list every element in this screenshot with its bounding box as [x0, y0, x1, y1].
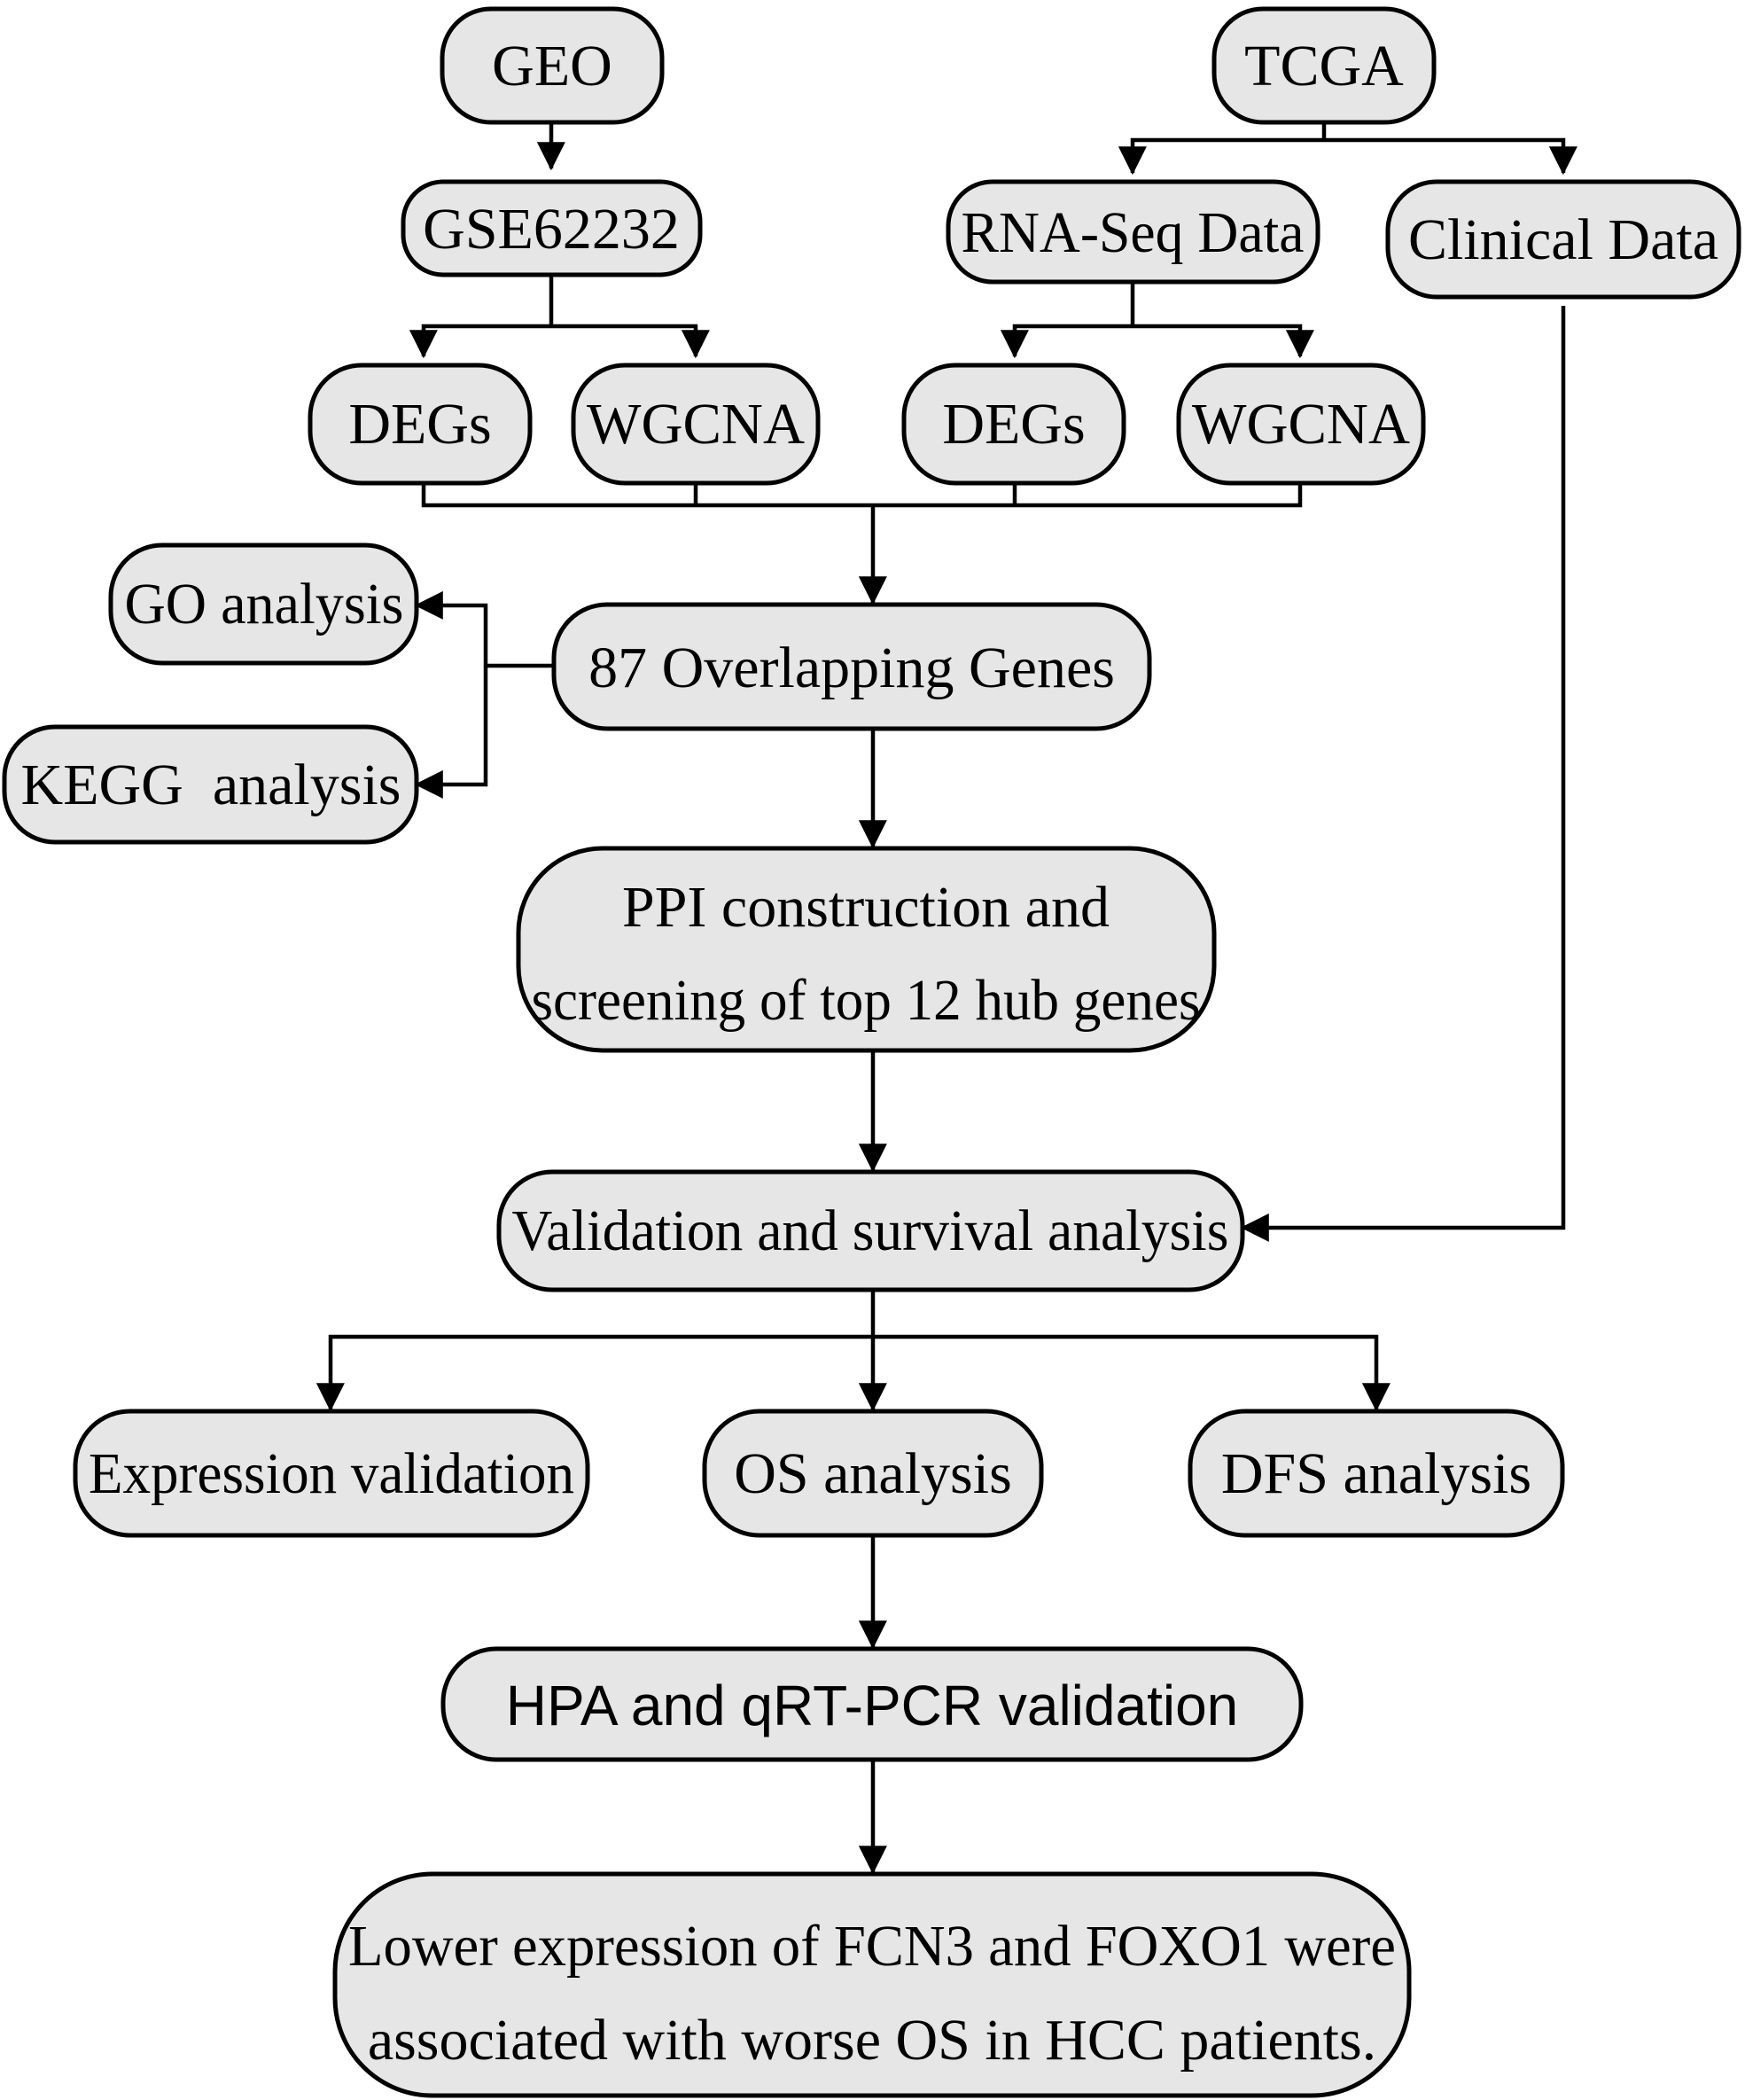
node-conclusion: Lower expression of FCN3 and FOXO1 were … — [332, 1871, 1412, 2098]
arrow-validation-to-dfs — [873, 1334, 1391, 1412]
arrow-to-kegg — [414, 666, 488, 799]
node-tcga-label: TCGA — [1244, 34, 1404, 98]
node-overlapping-genes: 87 Overlapping Genes — [551, 602, 1152, 731]
node-validation-survival-label: Validation and survival analysis — [512, 1198, 1229, 1263]
node-go-analysis-label: GO analysis — [125, 572, 404, 636]
node-expression-validation: Expression validation — [73, 1409, 590, 1538]
arrow-clinical-to-validation — [1240, 306, 1566, 1242]
node-degs-geo: DEGs — [308, 363, 533, 486]
node-degs-geo-label: DEGs — [348, 392, 491, 457]
node-clinical-label: Clinical Data — [1408, 207, 1718, 272]
arrow-tcga-to-rnaseq — [1118, 137, 1324, 176]
node-ppi-construction: PPI construction and screening of top 12… — [516, 846, 1217, 1053]
node-dfs-analysis: DFS analysis — [1188, 1409, 1565, 1538]
node-expression-validation-label: Expression validation — [89, 1441, 574, 1506]
arrow-gse-to-wgcna — [551, 324, 710, 359]
arrow-gse-to-degs — [409, 324, 551, 359]
node-overlapping-genes-label: 87 Overlapping Genes — [588, 636, 1115, 700]
node-wgcna-tcga-label: WGCNA — [1192, 392, 1410, 457]
node-go-analysis: GO analysis — [108, 543, 419, 666]
arrow-validation-to-expression — [316, 1334, 873, 1412]
node-wgcna-geo-label: WGCNA — [587, 392, 805, 457]
node-hpa-qrtpcr-label: HPA and qRT-PCR validation — [506, 1674, 1239, 1737]
node-wgcna-tcga: WGCNA — [1176, 363, 1426, 486]
node-os-analysis-label: OS analysis — [734, 1441, 1012, 1506]
node-wgcna-geo: WGCNA — [571, 363, 821, 486]
arrow-tcga-to-clinical — [1324, 137, 1578, 176]
node-os-analysis: OS analysis — [702, 1409, 1044, 1538]
node-hpa-qrtpcr: HPA and qRT-PCR validation — [440, 1646, 1304, 1762]
node-gse62232: GSE62232 — [401, 179, 703, 277]
node-gse62232-label: GSE62232 — [423, 197, 680, 262]
node-conclusion-line1: Lower expression of FCN3 and FOXO1 were — [348, 1914, 1396, 1979]
node-rnaseq-label: RNA-Seq Data — [962, 200, 1305, 265]
node-geo: GEO — [440, 6, 665, 125]
node-tcga: TCGA — [1211, 6, 1437, 125]
arrow-rnaseq-to-wgcna — [1133, 324, 1314, 359]
node-clinical: Clinical Data — [1385, 179, 1741, 300]
node-geo-label: GEO — [492, 34, 612, 98]
arrow-rnaseq-to-degs — [1000, 324, 1133, 359]
node-degs-tcga: DEGs — [901, 363, 1126, 486]
node-conclusion-line2: associated with worse OS in HCC patients… — [368, 2008, 1376, 2073]
node-rnaseq: RNA-Seq Data — [946, 179, 1320, 285]
arrow-to-go — [414, 590, 488, 666]
node-kegg-analysis-label: KEGG analysis — [21, 753, 401, 817]
node-validation-survival: Validation and survival analysis — [496, 1169, 1245, 1292]
connector-merge-bus — [421, 483, 1303, 508]
node-kegg-analysis: KEGG analysis — [2, 724, 419, 845]
node-degs-tcga-label: DEGs — [942, 392, 1085, 457]
node-dfs-analysis-label: DFS analysis — [1221, 1441, 1531, 1506]
node-ppi-line2: screening of top 12 hub genes — [532, 968, 1201, 1033]
connectors — [316, 122, 1578, 1875]
node-ppi-line1: PPI construction and — [622, 875, 1110, 940]
